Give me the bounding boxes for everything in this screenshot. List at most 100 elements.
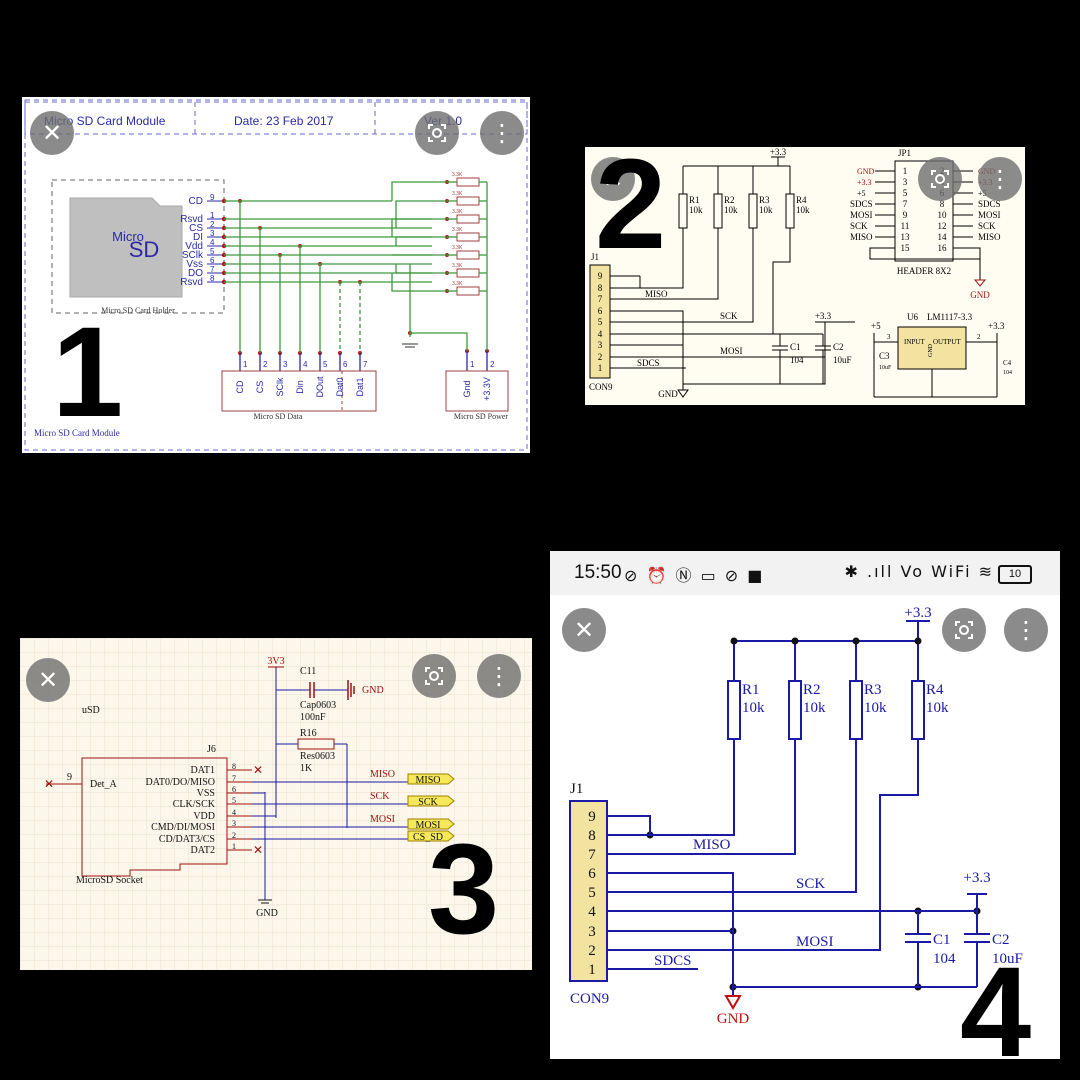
p2-conn-pin: 7 [598, 294, 603, 304]
p3-cap-gnd: GND [362, 685, 384, 696]
panel-number-2: 2 [595, 147, 667, 276]
p2-reg-c4-val: 104 [1003, 370, 1012, 376]
p1-card-micro: Micro [112, 229, 144, 244]
p3-port-label: MOSI [415, 820, 440, 831]
lens-search-icon[interactable] [415, 111, 459, 155]
more-options-icon[interactable]: ⋮ [1004, 608, 1048, 652]
schematic-panel-4[interactable]: 15:50 ⊘ ⏰ Ⓝ ▭ ⊘ ■ ✱ .ıll Vo WiFi ≋ 10 +3… [550, 551, 1060, 1059]
p4-net-label: SCK [796, 876, 825, 892]
p1-pin-number: 6 [210, 256, 215, 265]
p2-reg-gnd: GND [928, 343, 934, 357]
p2-resistor [713, 193, 723, 229]
p2-header-ref: JP1 [898, 148, 911, 158]
p4-conn-pin: 6 [588, 866, 596, 882]
p4-conn-pin: 5 [588, 885, 596, 901]
p2-resistor-ref: R1 [689, 195, 700, 205]
p2-header-name: HEADER 8X2 [897, 266, 951, 276]
p1-data-pin-number: 7 [363, 360, 368, 369]
p3-pin-number: 2 [232, 831, 236, 840]
p3-pin-number: 3 [232, 819, 236, 828]
p2-header-pin: 1 [903, 166, 908, 176]
battery-icon: 10 [998, 565, 1032, 584]
p3-pin-label: DAT2 [191, 845, 215, 856]
schematic-panel-3[interactable]: uSD 3V3 GND C11 Cap0603 100nF R16 Res060… [20, 638, 532, 970]
close-icon[interactable]: ✕ [30, 111, 74, 155]
p3-pin-label: CLK/SCK [173, 799, 216, 810]
p2-conn-pin: 1 [598, 363, 603, 373]
p1-resistor [456, 196, 480, 206]
p2-header-pin: 5 [903, 188, 908, 198]
p3-res-ref: R16 [300, 728, 317, 739]
p3-port-label: MISO [415, 775, 440, 786]
more-options-icon[interactable]: ⋮ [978, 157, 1022, 201]
lens-search-icon[interactable] [412, 654, 456, 698]
p2-header-left-net: MOSI [850, 210, 873, 220]
p1-power-label: Micro SD Power [454, 412, 509, 421]
p2-cap-val: 10uF [833, 355, 852, 365]
p4-resistor-val: 10k [742, 700, 765, 716]
p4-resistor-ref: R4 [926, 682, 944, 698]
p3-net-label: SCK [370, 791, 390, 802]
p1-resistor-value: 3.3K [452, 227, 463, 233]
close-icon[interactable]: ✕ [562, 608, 606, 652]
p2-reg-pin-out: 2 [977, 333, 981, 341]
p2-reg-ref: U6 [907, 312, 918, 322]
p4-gnd: GND [717, 1011, 750, 1027]
p1-pin-name: CS [189, 223, 203, 234]
p2-header-left-net: SCK [850, 221, 868, 231]
p1-pin-name: SClk [182, 250, 204, 261]
p3-pin-number: 6 [232, 785, 236, 794]
p4-net-label: SDCS [654, 953, 692, 969]
p2-reg-c3-val: 10uF [879, 365, 892, 371]
p3-pin-label: VDD [193, 811, 215, 822]
p3-nc-mark: ✕ [253, 843, 263, 857]
close-icon[interactable]: ✕ [26, 658, 70, 702]
p4-resistor-ref: R2 [803, 682, 821, 698]
schematic-1-diagram: Micro SD Card Module Date: 23 Feb 2017 V… [24, 99, 528, 451]
p3-pin-number: 5 [232, 796, 236, 805]
p1-pin-number: 9 [210, 193, 215, 202]
lens-search-icon[interactable] [918, 157, 962, 201]
p2-resistor-val: 10k [796, 205, 810, 215]
p3-port [407, 830, 455, 842]
p4-conn-pin: 4 [588, 904, 596, 920]
p4-conn-pin: 8 [588, 828, 596, 844]
p1-resistor [456, 232, 480, 242]
p3-pin-number: 4 [232, 808, 236, 817]
p3-port [407, 818, 455, 830]
p2-header-pin: 3 [903, 177, 908, 187]
p1-data-pin-number: 5 [323, 360, 328, 369]
p2-header-pin: 9 [903, 210, 908, 220]
more-options-icon[interactable]: ⋮ [480, 111, 524, 155]
p3-res-val: 1K [300, 763, 313, 774]
p3-port [407, 795, 455, 807]
p4-resistor-ref: R3 [864, 682, 882, 698]
p2-resistor-ref: R2 [724, 195, 735, 205]
p1-data-label: Micro SD Data [254, 412, 303, 421]
svg-text:✕: ✕ [44, 777, 54, 791]
p4-resistor [788, 680, 802, 740]
p3-pin-number: 1 [232, 842, 236, 851]
p1-resistor-value: 3.3K [452, 245, 463, 251]
p2-reg-part: LM1117-3.3 [927, 312, 973, 322]
p1-resistor [456, 286, 480, 296]
p2-resistor [678, 193, 688, 229]
p2-net-label: MOSI [720, 346, 743, 356]
p4-resistor [849, 680, 863, 740]
p4-resistor-val: 10k [926, 700, 949, 716]
p2-header-pin: 15 [901, 243, 911, 253]
schematic-panel-1[interactable]: Micro SD Card Module Date: 23 Feb 2017 V… [22, 97, 530, 453]
p3-port [407, 773, 455, 785]
p2-conn-pin: 4 [598, 329, 603, 339]
more-options-icon[interactable]: ⋮ [477, 654, 521, 698]
p1-resistor [456, 250, 480, 260]
close-icon[interactable]: ✕ [591, 157, 635, 201]
lens-search-icon[interactable] [942, 608, 986, 652]
p2-resistor-val: 10k [724, 205, 738, 215]
p4-resistor-ref: R1 [742, 682, 760, 698]
p2-header-left-net: SDCS [850, 199, 873, 209]
p4-cap-ref: C2 [992, 932, 1010, 948]
p3-pin-number: 8 [232, 762, 236, 771]
p2-header-pin: 11 [901, 221, 910, 231]
